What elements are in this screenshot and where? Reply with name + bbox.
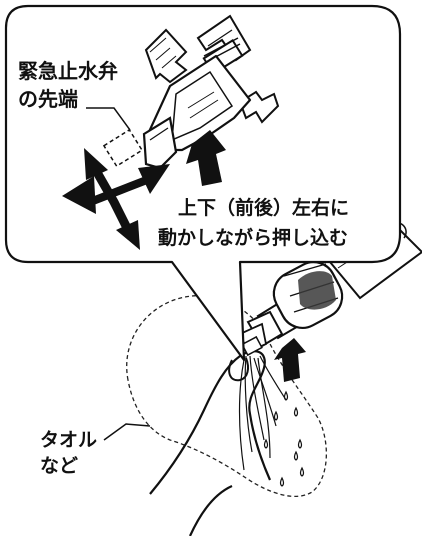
instruction-line2: 動かしながら押し込む xyxy=(158,226,348,249)
towel-label-line2: など xyxy=(40,455,78,477)
valve-tip-leader-line xyxy=(86,107,131,131)
valve-tip-label-line1: 緊急止水弁 xyxy=(18,59,118,83)
thumb-outline xyxy=(228,357,249,382)
instruction-line1: 上下（前後）左右に xyxy=(178,196,349,219)
water-spray xyxy=(238,355,287,471)
push-arrow xyxy=(186,130,226,186)
valve-tip-lower xyxy=(238,310,284,357)
fitting-cross-section xyxy=(102,14,280,170)
towel-leader-line xyxy=(103,423,151,441)
valve-tip-label-line2: の先端 xyxy=(18,87,78,111)
push-arrow-small xyxy=(274,338,306,382)
towel-label-line1: タオル xyxy=(40,429,97,451)
four-way-arrow xyxy=(62,148,170,250)
towel-outline xyxy=(126,295,327,498)
wrist-outline xyxy=(188,484,233,536)
water-droplets xyxy=(263,390,305,487)
